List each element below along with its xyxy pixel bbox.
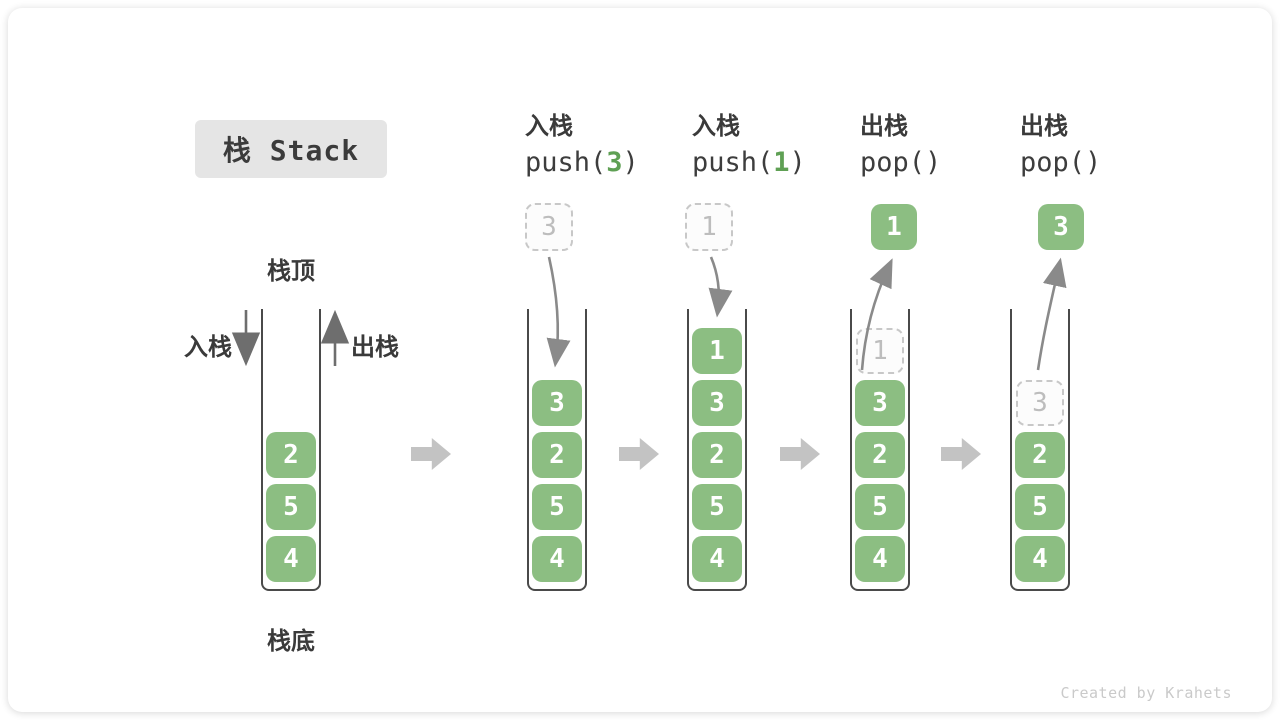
- diagram-card: 栈 Stack 栈顶 栈底 入栈 出栈 入栈 push(3) 入栈 push(1…: [8, 8, 1272, 712]
- stack-cell: 3: [532, 380, 582, 426]
- stack-cell: 2: [855, 432, 905, 478]
- operation-caption-pop2: 出栈 pop(): [1020, 110, 1101, 179]
- popped-element-box: 3: [1038, 204, 1084, 250]
- pop-side-label: 出栈: [351, 333, 399, 361]
- incoming-element-box: 1: [685, 203, 733, 251]
- popped-element-box: 1: [871, 204, 917, 250]
- operation-caption-push1: 入栈 push(1): [692, 110, 806, 179]
- operation-caption-push3: 入栈 push(3): [525, 110, 639, 179]
- stack-cell: 3: [855, 380, 905, 426]
- operation-name: 入栈: [692, 112, 740, 140]
- removed-slot-box: 3: [1016, 380, 1064, 426]
- incoming-element-box: 3: [525, 203, 573, 251]
- credit-text: Created by Krahets: [1060, 684, 1232, 702]
- stack-cell: 5: [1015, 484, 1065, 530]
- stack-cell: 2: [692, 432, 742, 478]
- stack-cell: 5: [692, 484, 742, 530]
- push-motion-arrow-icon: [708, 256, 733, 318]
- stack-cell: 4: [692, 536, 742, 582]
- stack-cell: 5: [532, 484, 582, 530]
- diagram-title: 栈 Stack: [195, 120, 387, 178]
- next-step-arrow-icon: [619, 438, 659, 470]
- stack-cell: 4: [1015, 536, 1065, 582]
- stack-cell: 4: [266, 536, 316, 582]
- stack-top-label: 栈顶: [267, 257, 315, 285]
- operation-code: pop(): [860, 147, 942, 178]
- operation-name: 出栈: [860, 112, 908, 140]
- operation-code: push(3): [525, 147, 639, 178]
- stack-cell: 4: [532, 536, 582, 582]
- operation-code: pop(): [1020, 147, 1102, 178]
- next-step-arrow-icon: [411, 438, 451, 470]
- next-step-arrow-icon: [941, 438, 981, 470]
- stack-cell: 5: [855, 484, 905, 530]
- stack-cell: 5: [266, 484, 316, 530]
- stack-cell: 2: [532, 432, 582, 478]
- removed-slot-box: 1: [856, 328, 904, 374]
- stack-bottom-label: 栈底: [267, 627, 315, 655]
- operation-name: 出栈: [1020, 112, 1068, 140]
- operation-code: push(1): [692, 147, 806, 178]
- operation-name: 入栈: [525, 112, 573, 140]
- push-side-label: 入栈: [184, 333, 232, 361]
- push-arg-value: 1: [773, 147, 790, 178]
- stack-cell: 2: [1015, 432, 1065, 478]
- stack-cell: 2: [266, 432, 316, 478]
- push-arg-value: 3: [606, 147, 623, 178]
- operation-caption-pop1: 出栈 pop(): [860, 110, 941, 179]
- stack-cell: 3: [692, 380, 742, 426]
- diagram-title-label: 栈 Stack: [222, 134, 360, 167]
- next-step-arrow-icon: [780, 438, 820, 470]
- stack-cell: 1: [692, 328, 742, 374]
- stack-cell: 4: [855, 536, 905, 582]
